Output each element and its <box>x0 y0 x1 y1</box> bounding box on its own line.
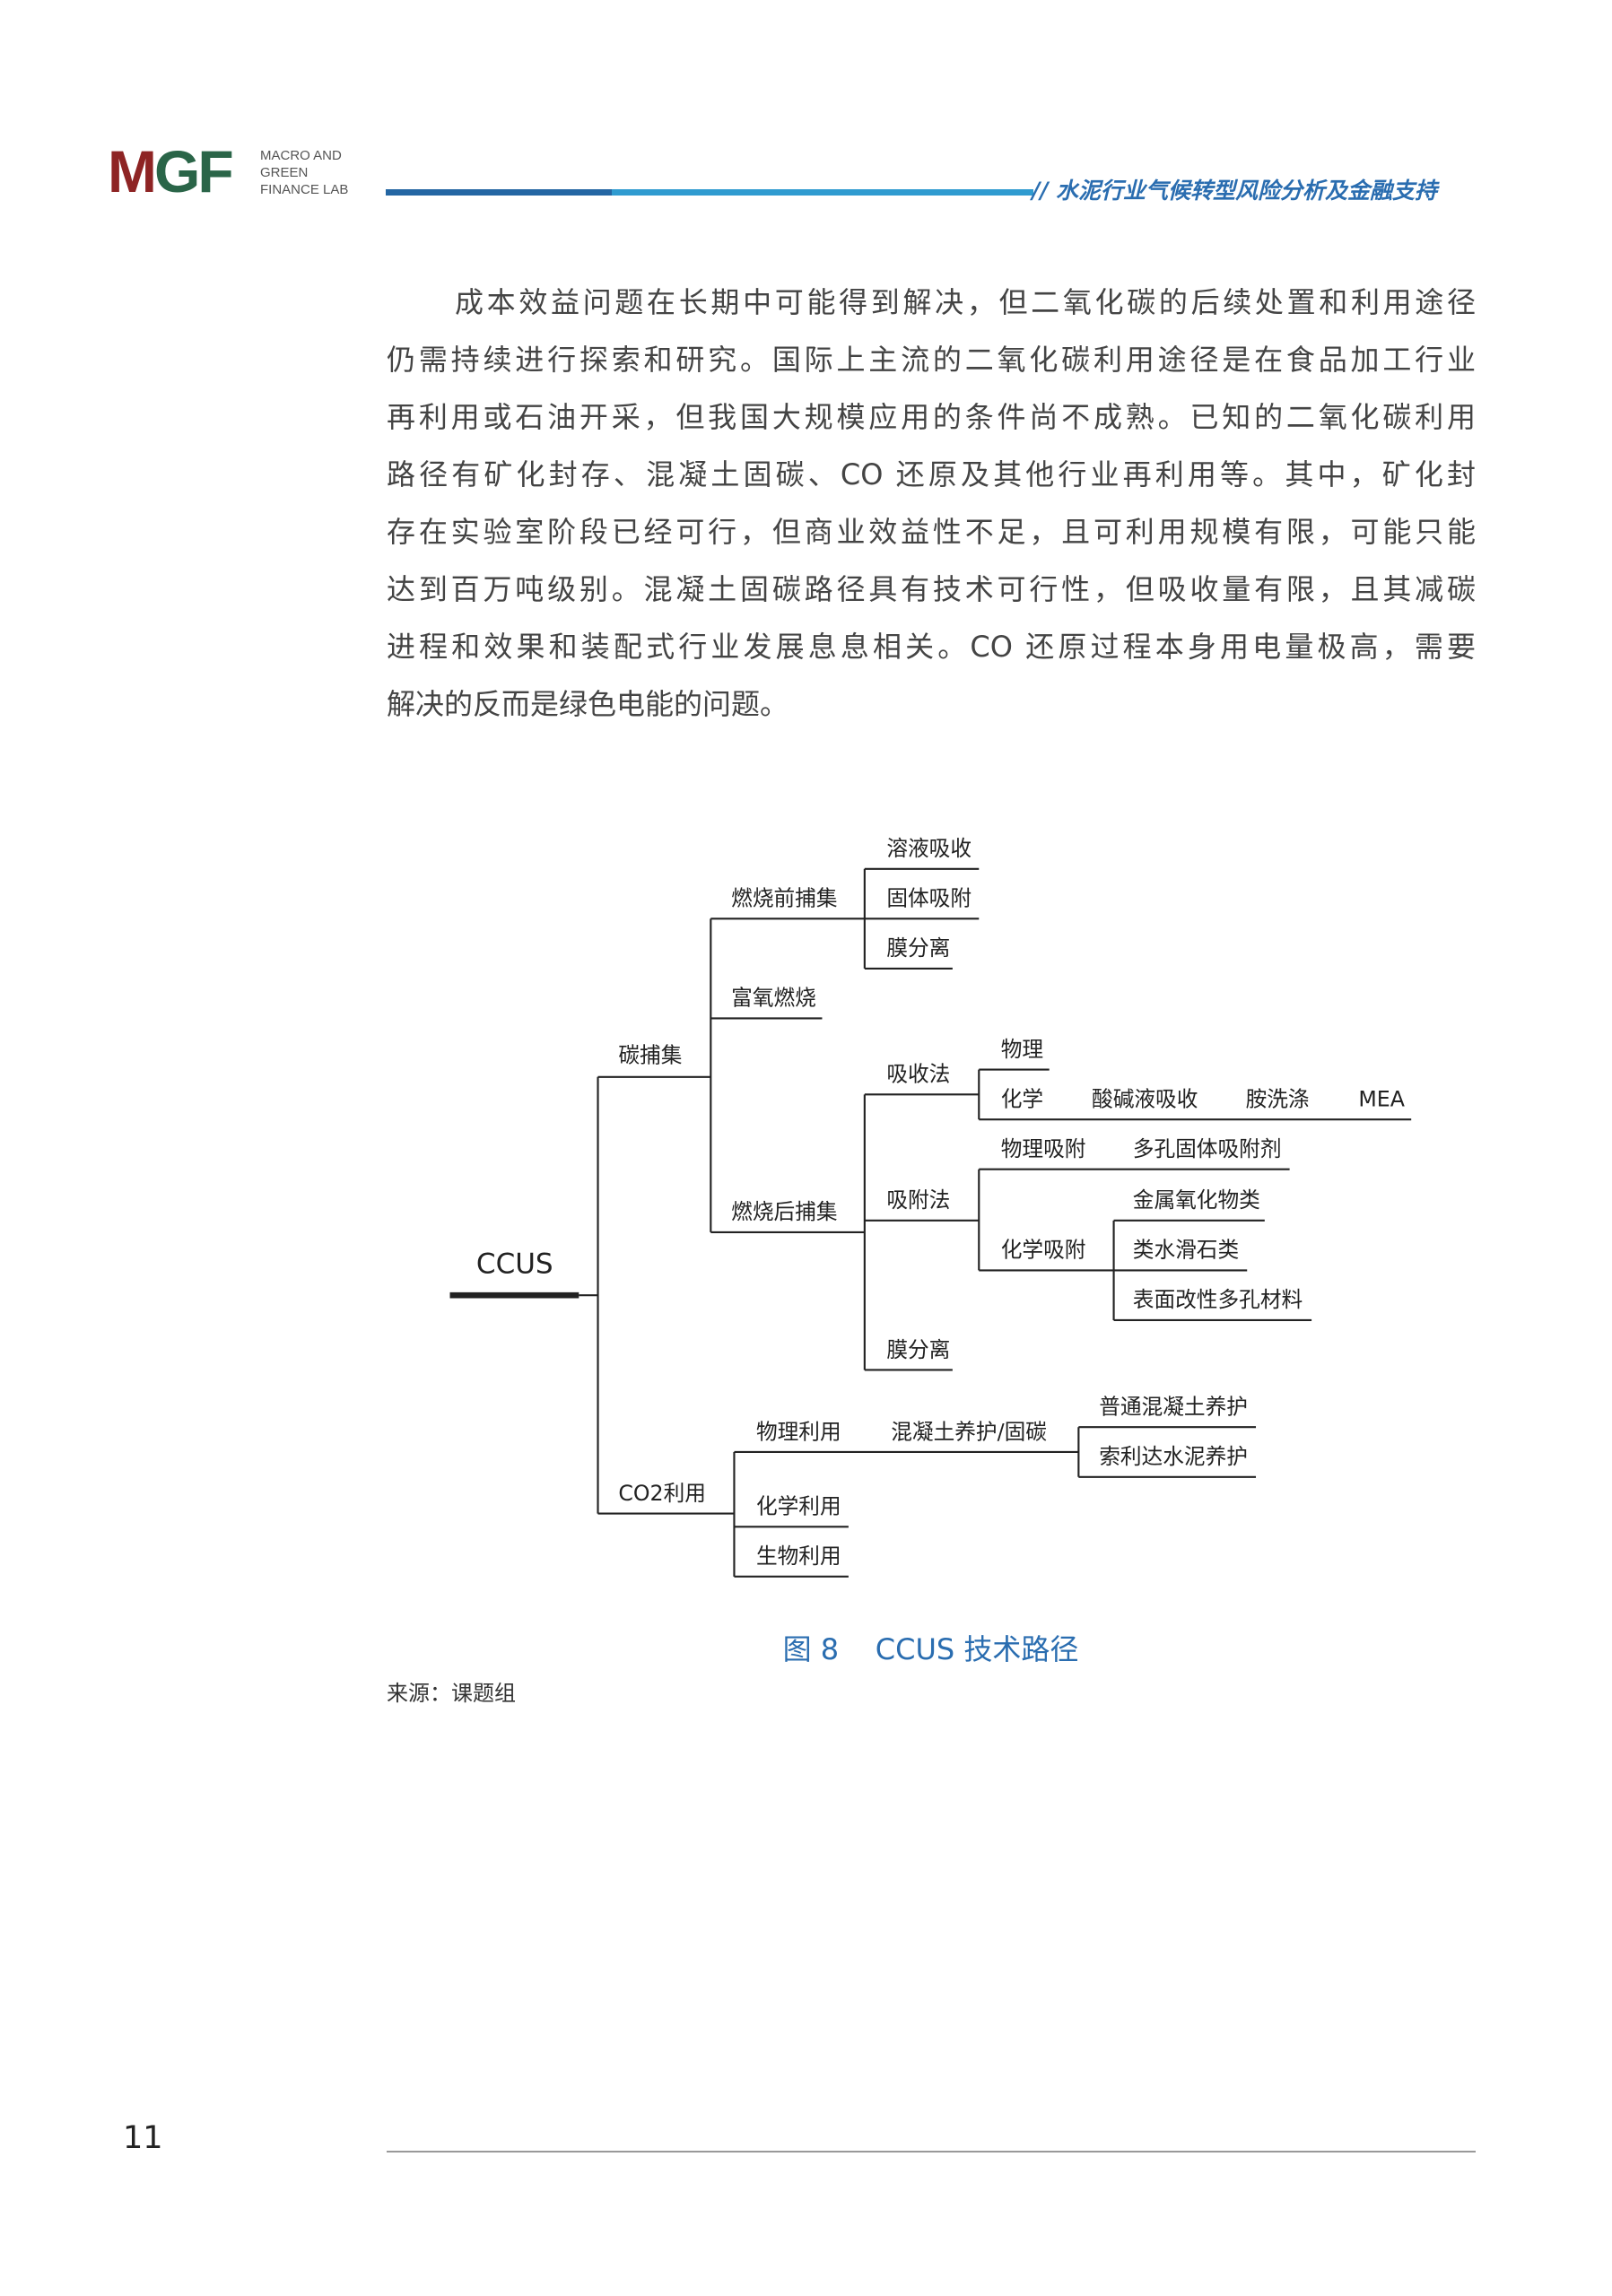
node-pre-item: 溶液吸收 <box>886 836 972 861</box>
figure-source: 来源：课题组 <box>387 1681 516 1706</box>
node-chem-adsorb-item: 金属氧化物类 <box>1133 1187 1260 1213</box>
node-absorption: 吸收法 <box>886 1062 950 1087</box>
paragraph-line: 仍需持续进行探索和研究。国际上主流的二氧化碳利用途径是在食品加工行业 <box>387 343 1476 377</box>
header-bar-light <box>612 189 1033 196</box>
node-chem-adsorb-item: 表面改性多孔材料 <box>1133 1287 1303 1312</box>
logo-subtitle: MACRO AND GREEN FINANCE LAB <box>260 147 348 198</box>
paragraph-line: 成本效益问题在长期中可能得到解决，但二氧化碳的后续处置和利用途径 <box>455 285 1476 319</box>
logo-line: GREEN <box>260 165 309 180</box>
logo-gf: GF <box>153 138 234 204</box>
tree-lines <box>449 867 1412 1578</box>
node-chem-chain: MEA <box>1358 1086 1405 1111</box>
node-physical-use: 物理利用 <box>756 1419 841 1444</box>
node-biological-use: 生物利用 <box>756 1544 841 1569</box>
paragraph-line: 路径有矿化封存、混凝土固碳、CO 还原及其他行业再利用等。其中，矿化封 <box>387 457 1476 491</box>
node-chem-chain: 酸碱液吸收 <box>1092 1086 1198 1111</box>
node-concrete-curing: 混凝土养护/固碳 <box>891 1419 1047 1444</box>
header-title: // 水泥行业气候转型风险分析及金融支持 <box>1032 178 1437 204</box>
node-pre-item: 膜分离 <box>886 935 950 961</box>
node-chemical-use: 化学利用 <box>756 1494 841 1519</box>
node-adsorption: 吸附法 <box>886 1187 950 1213</box>
node-chem-chain: 胺洗涤 <box>1246 1086 1310 1111</box>
node-absorption-chemical: 化学 <box>1001 1086 1043 1111</box>
paragraph-line: 再利用或石油开采，但我国大规模应用的条件尚不成熟。已知的二氧化碳利用 <box>387 400 1476 434</box>
node-adsorption-physical: 物理吸附 <box>1001 1136 1086 1161</box>
node-post-combustion: 燃烧后捕集 <box>731 1199 837 1224</box>
node-chem-adsorb-item: 类水滑石类 <box>1133 1238 1239 1263</box>
node-oxy-combustion: 富氧燃烧 <box>731 986 816 1011</box>
node-ccus: CCUS <box>476 1248 553 1281</box>
node-curing-sub: 索利达水泥养护 <box>1099 1444 1248 1469</box>
page-number: 11 <box>123 2120 163 2156</box>
node-co2-use: CO2利用 <box>618 1481 706 1506</box>
footer-divider <box>387 2151 1476 2152</box>
logo-m: M <box>108 138 157 204</box>
node-absorption-physical: 物理 <box>1001 1037 1043 1062</box>
node-adsorption-chemical: 化学吸附 <box>1001 1238 1086 1263</box>
paragraph-line: 达到百万吨级别。混凝土固碳路径具有技术可行性，但吸收量有限，且其减碳 <box>387 572 1476 606</box>
paragraph-line: 进程和效果和装配式行业发展息息相关。CO 还原过程本身用电量极高，需要 <box>387 630 1476 664</box>
header-bar-dark <box>386 189 612 196</box>
mgf-logo: MGF MACRO AND GREEN FINANCE LAB <box>108 142 377 203</box>
node-pre-combustion: 燃烧前捕集 <box>731 886 837 911</box>
node-post-membrane: 膜分离 <box>886 1337 950 1362</box>
node-pre-item: 固体吸附 <box>886 886 972 911</box>
body-paragraph: 成本效益问题在长期中可能得到解决，但二氧化碳的后续处置和利用途径 仍需持续进行探… <box>387 274 1476 733</box>
figure-caption: 图 8 CCUS 技术路径 <box>782 1632 1079 1666</box>
node-porous-sorbent: 多孔固体吸附剂 <box>1133 1136 1282 1161</box>
logo-line: MACRO AND <box>260 148 342 163</box>
node-capture: 碳捕集 <box>618 1042 682 1067</box>
paragraph-line: 存在实验室阶段已经可行，但商业效益性不足，且可利用规模有限，可能只能 <box>387 515 1476 549</box>
logo-line: FINANCE LAB <box>260 182 349 197</box>
paragraph-line: 解决的反而是绿色电能的问题。 <box>387 687 789 721</box>
node-curing-sub: 普通混凝土养护 <box>1099 1395 1248 1420</box>
